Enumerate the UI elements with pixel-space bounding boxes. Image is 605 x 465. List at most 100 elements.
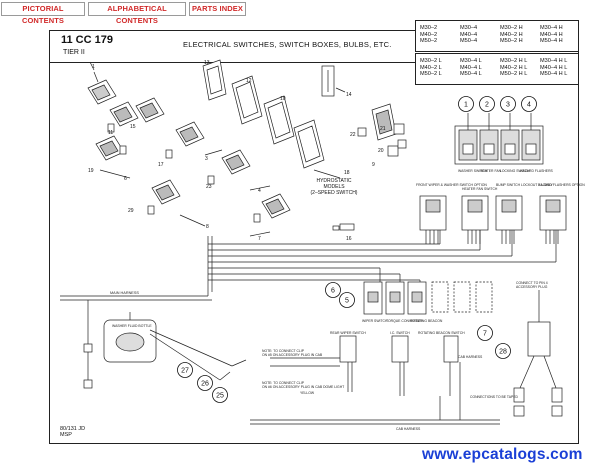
right-connectors [513, 290, 563, 417]
alphabetical-contents-link[interactable]: ALPHABETICAL CONTENTS [88, 2, 186, 25]
callout-circle-numbers: 1 2 3 4 5 6 7 28 27 26 25 [181, 102, 531, 400]
svg-text:NOTE: TO CONNECT CLIP: NOTE: TO CONNECT CLIP [262, 349, 305, 353]
svg-text:HAZARD FLASHERS: HAZARD FLASHERS [520, 169, 554, 173]
switch-panel [454, 113, 544, 165]
svg-text:6: 6 [331, 288, 335, 295]
svg-text:5: 5 [345, 298, 349, 305]
parts-index-link[interactable]: PARTS INDEX [189, 2, 246, 16]
svg-text:WASHER FLUID BOTTLE: WASHER FLUID BOTTLE [112, 324, 152, 328]
svg-text:ON #5 ON ACCESSORY PLUG IN CAB: ON #5 ON ACCESSORY PLUG IN CAB [262, 353, 323, 357]
svg-text:BUMP SWITCH LOCKOUT 3 L ONLY: BUMP SWITCH LOCKOUT 3 L ONLY [496, 183, 554, 187]
svg-text:ON #6 ON ACCESSORY PLUG IN CAB: ON #6 ON ACCESSORY PLUG IN CAB DOME LIGH… [262, 385, 344, 389]
pictorial-contents-link[interactable]: PICTORIAL CONTENTS [1, 2, 85, 25]
svg-text:ROTATING BEACON SWITCH: ROTATING BEACON SWITCH [418, 331, 465, 335]
switch-box-13 [202, 59, 227, 101]
svg-text:WASHER SWITCH: WASHER SWITCH [458, 169, 488, 173]
svg-text:26: 26 [201, 381, 209, 388]
svg-text:11: 11 [108, 130, 113, 136]
svg-text:I.C. SWITCH: I.C. SWITCH [390, 331, 410, 335]
part-numbers: 1 13 12 10 14 11 15 17 3 6 19 23 4 29 8 … [88, 60, 386, 242]
svg-text:1: 1 [92, 64, 95, 70]
svg-text:27: 27 [181, 368, 189, 375]
option-switch-modules [419, 195, 567, 244]
diagram-code: 11 CC 179 [61, 34, 113, 46]
svg-text:ROTATING BEACON: ROTATING BEACON [410, 319, 443, 323]
svg-text:REAR WIPER SWITCH: REAR WIPER SWITCH [330, 331, 366, 335]
harness-lines [60, 230, 557, 310]
switch-box-12 [231, 75, 263, 125]
svg-text:4: 4 [527, 102, 531, 109]
svg-text:23: 23 [206, 184, 212, 190]
svg-text:FRONT WIPER & WASHER SWITCH OP: FRONT WIPER & WASHER SWITCH OPTION [416, 183, 487, 187]
document-id: 80/131 JD MSP [60, 426, 86, 438]
switch-drawing-8 [151, 179, 181, 205]
switch-drawing-4 [221, 149, 251, 175]
empty-switch-positions [431, 281, 493, 313]
top-navigation-bar: PICTORIAL CONTENTS ALPHABETICAL CONTENTS… [0, 0, 605, 25]
washer-fluid-bottle [83, 300, 247, 389]
svg-text:2: 2 [485, 102, 489, 109]
watermark: www.epcatalogs.com [422, 446, 583, 463]
svg-text:15: 15 [130, 124, 136, 130]
svg-text:CONNECT TO PIN 4: CONNECT TO PIN 4 [516, 281, 548, 285]
hydrostatic-label: HYDROSTATIC MODELS (2–SPEED SWITCH) [311, 178, 358, 196]
svg-text:(2–SPEED SWITCH): (2–SPEED SWITCH) [311, 190, 358, 196]
svg-text:29: 29 [128, 208, 134, 214]
center-switch-modules [363, 281, 427, 315]
svg-text:9: 9 [372, 162, 375, 168]
svg-text:3: 3 [205, 156, 208, 162]
svg-text:8: 8 [206, 224, 209, 230]
svg-text:HEATER FAN SWITCH: HEATER FAN SWITCH [462, 187, 498, 191]
switch-drawing-7 [261, 193, 291, 219]
model-box-bottom: M30–2 L M40–2 L M50–2 L M30–4 L M40–4 L … [415, 53, 579, 85]
switch-drawing-6 [95, 135, 125, 161]
part-16 [339, 223, 355, 231]
svg-text:WIPER SWITCH: WIPER SWITCH [362, 319, 388, 323]
svg-text:28: 28 [499, 349, 507, 356]
svg-text:25: 25 [216, 393, 224, 400]
svg-text:21: 21 [380, 126, 386, 132]
svg-text:1: 1 [464, 102, 468, 109]
svg-text:MAIN HARNESS: MAIN HARNESS [110, 291, 139, 295]
svg-text:CAB HARNESS: CAB HARNESS [396, 427, 421, 431]
svg-text:CONNECTIONS TO BE TAPED: CONNECTIONS TO BE TAPED [470, 395, 519, 399]
switch-box-9 [293, 119, 325, 169]
switch-labels: WASHER SWITCH HEATER FAN LOCKING SWITCH … [110, 169, 585, 431]
svg-text:ACCESSORY PLUG: ACCESSORY PLUG [516, 285, 548, 289]
svg-text:10: 10 [280, 96, 286, 102]
model-box-top: M30–2 M40–2 M50–2 M30–4 M40–4 M50–4 M30–… [415, 20, 579, 52]
svg-text:HAZARD FLASHERS OPTION: HAZARD FLASHERS OPTION [538, 183, 585, 187]
callout-circles [177, 96, 537, 403]
switch-drawing-13 [135, 97, 165, 123]
svg-text:14: 14 [346, 92, 352, 98]
svg-text:TORQUE CONVERTER: TORQUE CONVERTER [386, 319, 423, 323]
svg-text:17: 17 [158, 162, 164, 168]
svg-text:CAB HARNESS: CAB HARNESS [458, 355, 483, 359]
svg-text:HEATER FAN: HEATER FAN [480, 169, 502, 173]
hydrostatic-switch [357, 103, 407, 157]
svg-text:HYDROSTATIC: HYDROSTATIC [316, 178, 351, 184]
svg-text:22: 22 [350, 132, 356, 138]
switch-box-10 [263, 95, 295, 145]
switch-drawing-1 [87, 71, 117, 105]
svg-text:19: 19 [88, 168, 94, 174]
svg-text:12: 12 [246, 78, 252, 84]
svg-text:6: 6 [124, 176, 127, 182]
svg-text:LOCKING SWITCH: LOCKING SWITCH [500, 169, 530, 173]
svg-text:NOTE: TO CONNECT CLIP: NOTE: TO CONNECT CLIP [262, 381, 305, 385]
svg-text:13: 13 [204, 60, 210, 66]
diagram-title: ELECTRICAL SWITCHES, SWITCH BOXES, BULBS… [183, 40, 392, 49]
svg-text:MODELS: MODELS [323, 184, 345, 190]
svg-text:16: 16 [346, 236, 352, 242]
svg-text:3: 3 [506, 102, 510, 109]
svg-text:YELLOW: YELLOW [300, 391, 315, 395]
header-divider [50, 62, 577, 63]
svg-text:7: 7 [258, 236, 261, 242]
svg-text:18: 18 [344, 170, 350, 176]
switch-drawing-3 [175, 121, 205, 147]
svg-text:4: 4 [258, 188, 261, 194]
svg-text:20: 20 [378, 148, 384, 154]
svg-text:7: 7 [483, 331, 487, 338]
diagram-sheet [49, 30, 579, 444]
